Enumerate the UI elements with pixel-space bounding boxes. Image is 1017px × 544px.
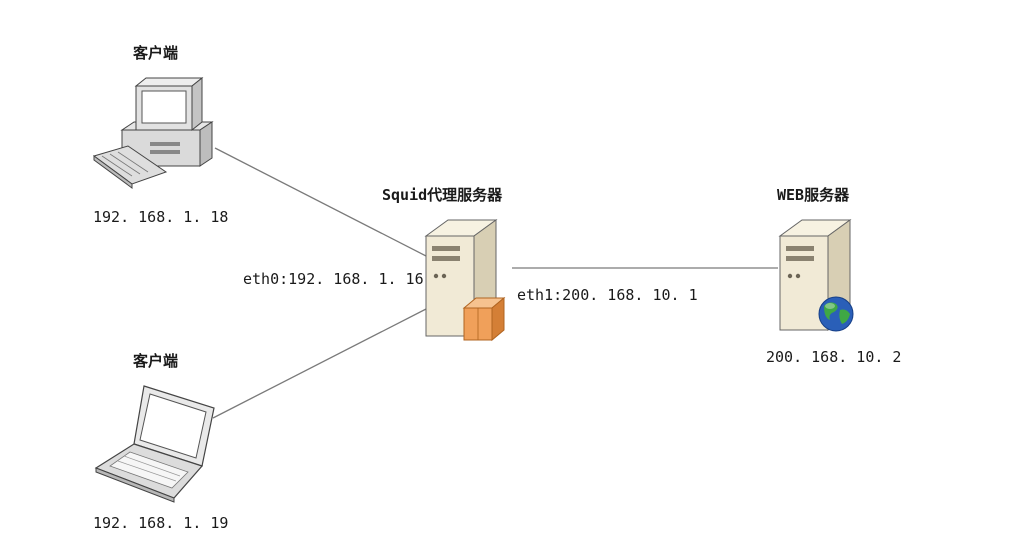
web-server-ip: 200. 168. 10. 2 (766, 348, 902, 366)
client-laptop-ip: 192. 168. 1. 19 (93, 514, 229, 532)
proxy-title: Squid代理服务器 (382, 186, 503, 204)
desktop-computer-icon (92, 76, 214, 189)
client-desktop-ip: 192. 168. 1. 18 (93, 208, 229, 226)
web-server-globe-icon (778, 219, 854, 332)
web-server-title: WEB服务器 (777, 186, 850, 204)
client-desktop-title: 客户端 (133, 44, 179, 62)
client-laptop-title: 客户端 (133, 352, 179, 370)
proxy-eth1-label: eth1:200. 168. 10. 1 (517, 286, 698, 304)
link-laptop-proxy (212, 307, 429, 419)
proxy-eth0-label: eth0:192. 168. 1. 16 (243, 270, 424, 288)
laptop-icon (94, 385, 215, 503)
link-desktop-proxy (214, 147, 429, 258)
firewall-server-icon (424, 219, 506, 342)
